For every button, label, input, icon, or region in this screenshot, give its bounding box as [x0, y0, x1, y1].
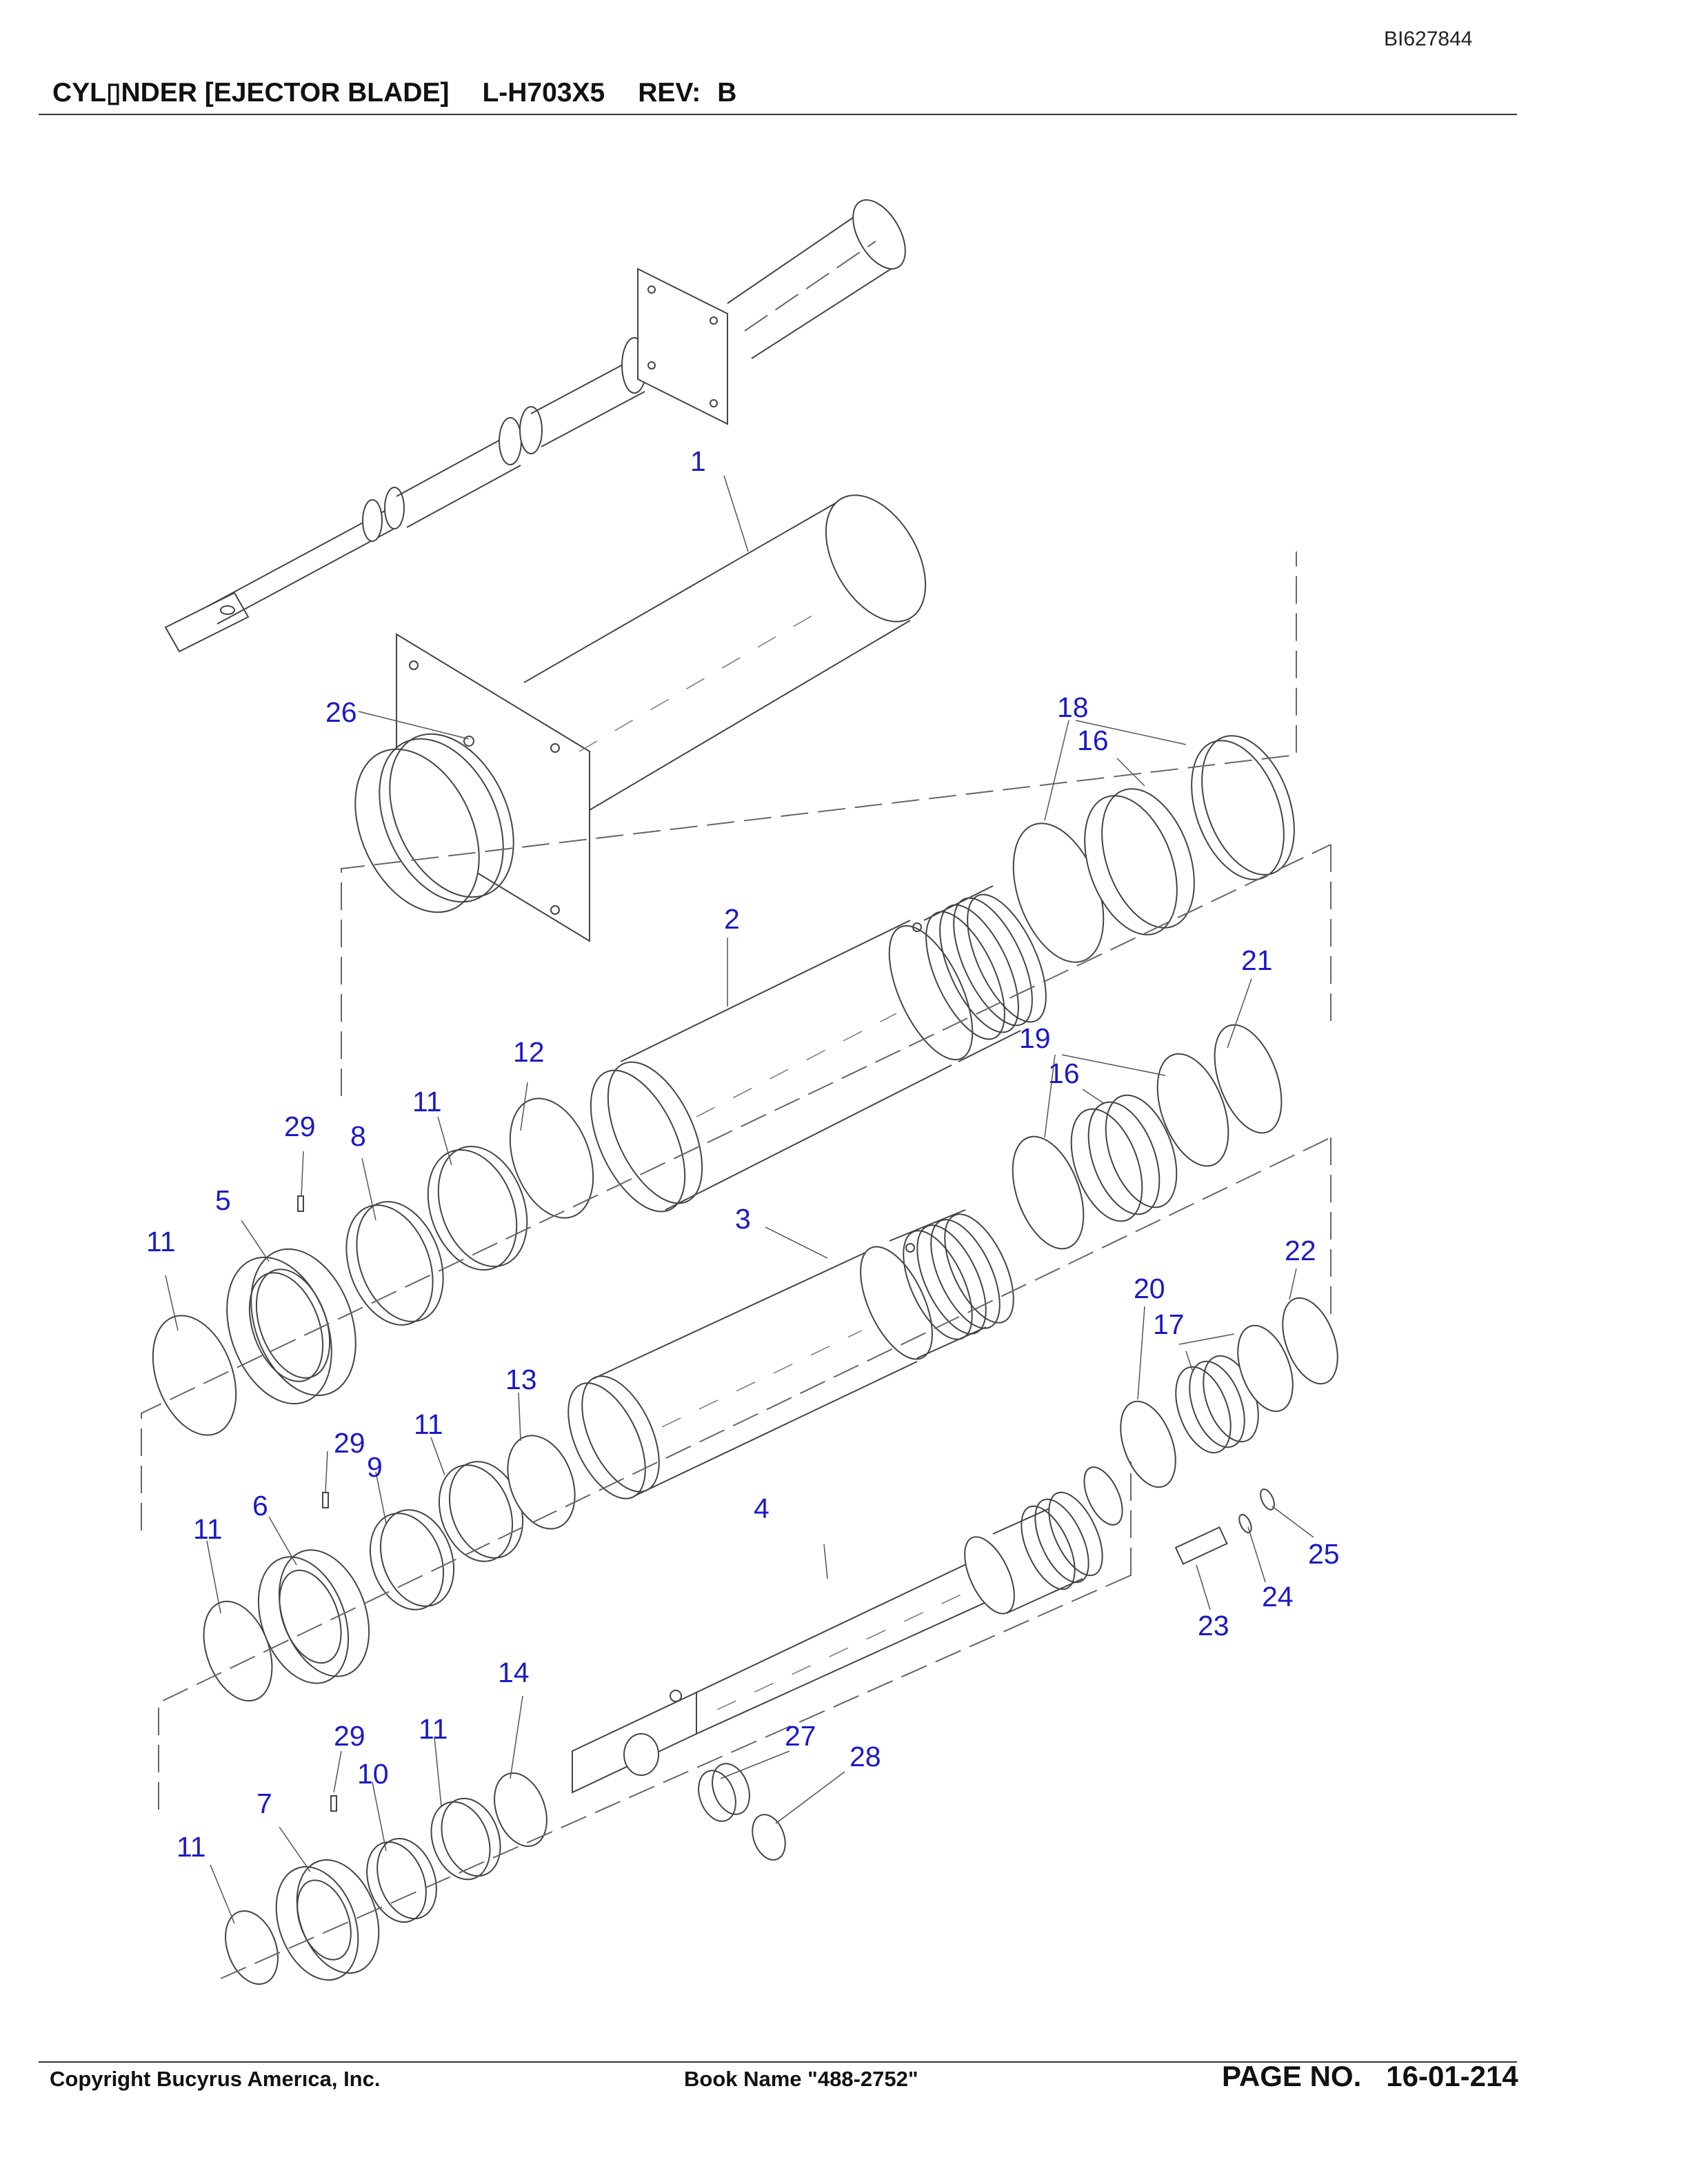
- callout-29: 29: [284, 1111, 316, 1142]
- part-1-cylinder-barrel: [354, 494, 927, 942]
- page-header: CYL▯NDER [EJECTOR BLADE] L-H703X5 REV: B: [52, 77, 770, 108]
- callout-11: 11: [419, 1713, 448, 1745]
- callout-10: 10: [357, 1758, 389, 1790]
- revision-value: B: [717, 78, 737, 108]
- callout-4: 4: [754, 1493, 770, 1524]
- callout-16: 16: [1048, 1058, 1080, 1089]
- callout-11: 11: [193, 1513, 223, 1545]
- callout-labels: 1 26 18 16 2 21 19 16 12 11 29 8 5 11 3 …: [146, 445, 1340, 1863]
- callout-2: 2: [724, 903, 740, 935]
- assembled-cylinder: [164, 199, 906, 653]
- leader-lines: [165, 475, 1314, 1924]
- revision-label: REV:: [638, 78, 701, 108]
- callout-3: 3: [735, 1203, 751, 1235]
- callout-24: 24: [1262, 1581, 1294, 1612]
- callout-20: 20: [1134, 1273, 1165, 1304]
- callout-7: 7: [257, 1788, 272, 1819]
- footer-rule: [39, 2061, 1517, 2063]
- callout-1: 1: [690, 445, 706, 477]
- callout-12: 12: [513, 1036, 545, 1068]
- callout-17: 17: [1153, 1308, 1185, 1340]
- callout-18: 18: [1057, 691, 1089, 723]
- callout-11: 11: [414, 1408, 443, 1440]
- part-2-stage-tube: [590, 885, 1047, 1213]
- callout-22: 22: [1285, 1235, 1316, 1266]
- callout-28: 28: [850, 1741, 881, 1772]
- callout-9: 9: [367, 1451, 383, 1483]
- callout-11: 11: [177, 1831, 206, 1863]
- callout-5: 5: [215, 1184, 231, 1216]
- copyright-text: Copyright Bucyrus Amerıca, Inc.: [50, 2067, 381, 2091]
- part-number: L-H703X5: [482, 78, 605, 108]
- part-7-gland-nut: [275, 1859, 380, 1981]
- callout-6: 6: [252, 1490, 268, 1521]
- callout-29: 29: [334, 1720, 365, 1752]
- part-3-stage-tube: [567, 1209, 1014, 1499]
- document-id: BI627844: [1384, 28, 1473, 50]
- book-name: Book Name "488-2752": [684, 2067, 918, 2091]
- assembly-centerlines: [141, 552, 1332, 1979]
- callout-11: 11: [412, 1086, 442, 1118]
- callout-13: 13: [505, 1364, 537, 1395]
- callout-19: 19: [1019, 1022, 1051, 1054]
- callout-21: 21: [1241, 944, 1273, 976]
- part-5-gland-nut: [226, 1248, 356, 1405]
- callout-14: 14: [498, 1657, 530, 1688]
- page-number-block: PAGE NO. 16-01-214: [1222, 2060, 1518, 2093]
- part-4-plunger: [572, 1466, 1123, 1794]
- seal-rings: [152, 735, 1338, 1985]
- callout-25: 25: [1308, 1538, 1340, 1570]
- page-number: 16-01-214: [1386, 2060, 1518, 2092]
- small-parts: [297, 1195, 1275, 1861]
- callout-27: 27: [785, 1720, 816, 1752]
- callout-26: 26: [325, 696, 357, 728]
- drawing-title: CYL▯NDER [EJECTOR BLADE]: [52, 78, 450, 108]
- callout-29: 29: [334, 1427, 365, 1459]
- header-rule: [39, 114, 1517, 115]
- page-label: PAGE NO.: [1222, 2060, 1362, 2092]
- callout-8: 8: [350, 1120, 366, 1152]
- callout-16: 16: [1077, 725, 1109, 756]
- callout-23: 23: [1198, 1610, 1229, 1641]
- callout-11: 11: [146, 1226, 176, 1257]
